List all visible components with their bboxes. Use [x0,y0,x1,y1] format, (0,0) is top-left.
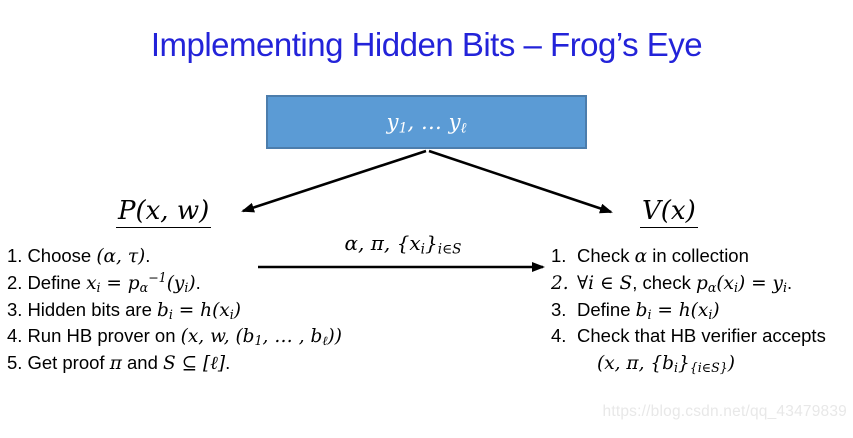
verifier-step-4-continuation: (x, π, {bi}{i∈S}) [551,352,826,379]
step-number: 2. [7,271,23,293]
step-text: ∀i ∈ S, check pα(xi) = yi. [577,271,793,295]
step-number: 1. [7,245,23,266]
prover-step-5: 5. Get proof π and S ⊆ [ℓ]. [7,352,342,379]
prover-label: P(x, w) [116,196,212,228]
step-text: Choose (α, τ). [27,245,151,267]
y-values-label: y1, … yℓ [386,110,467,137]
verifier-label: V(x) [640,196,698,228]
prover-step-3: 3. Hidden bits are bi = h(xi) [7,299,342,326]
step-number: 5. [7,352,23,374]
step-text: Define bi = h(xi) [577,298,720,322]
prover-step-4: 4. Run HB prover on (x, w, (b1, … , bℓ)) [7,325,342,352]
arrow-to-prover [241,149,427,213]
step-text: Get proof π and S ⊆ [ℓ]. [27,352,231,375]
step-text: Hidden bits are bi = h(xi) [27,298,241,322]
step-number: 3. [7,298,23,320]
step-number: 2. [551,272,569,294]
verifier-step-2: 2. ∀i ∈ S, check pα(xi) = yi. [551,272,826,299]
prover-step-2: 2. Define xi = pα−1(yi). [7,269,342,299]
prover-steps-list: 1. Choose (α, τ). 2. Define xi = pα−1(yi… [7,245,342,379]
verifier-steps-list: 1. Check α in collection 2. ∀i ∈ S, chec… [551,245,826,379]
watermark: https://blog.csdn.net/qq_43479839 [602,403,847,420]
step-number: 1. [551,245,567,266]
verifier-step-4: 4. Check that HB verifier accepts [551,325,826,352]
prover-step-1: 1. Choose (α, τ). [7,245,342,272]
arrow-to-verifier [428,149,613,214]
step-text: Check α in collection [577,245,749,267]
step-text: Run HB prover on (x, w, (b1, … , bℓ)) [27,325,342,349]
step-number: 3. [551,298,567,320]
step-text: Check that HB verifier accepts [577,325,826,347]
slide-title: Implementing Hidden Bits – Frog’s Eye [150,26,703,63]
y-values-box: y1, … yℓ [266,95,587,149]
verifier-step-1: 1. Check α in collection [551,245,826,272]
step-number: 4. [551,325,567,347]
verifier-step-3: 3. Define bi = h(xi) [551,299,826,326]
message-label: α, π, {xi}i∈S [344,231,462,258]
step-number: 4. [7,325,23,347]
step-text: Define xi = pα−1(yi). [27,269,201,295]
step-text: (x, π, {bi}{i∈S}) [597,353,735,376]
